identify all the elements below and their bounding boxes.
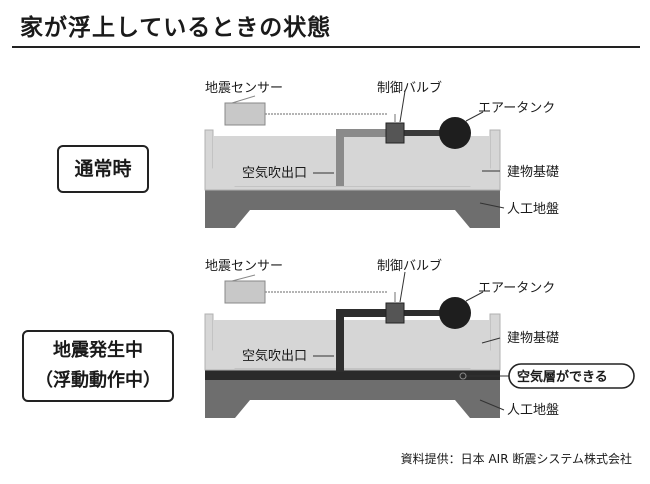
foundation-body: [213, 320, 490, 368]
air-tank: [439, 117, 471, 149]
tank-leader: [465, 291, 484, 302]
foundation-label: 建物基礎: [507, 165, 559, 180]
air-tank: [439, 297, 471, 329]
valve-leader: [399, 271, 406, 303]
sensor-label: 地震センサー: [205, 81, 283, 96]
foundation-leader: [481, 337, 501, 344]
air-layer-callout: [508, 363, 635, 389]
air-pipe: [336, 309, 395, 372]
foundation-label: 建物基礎: [507, 331, 559, 346]
seismic-sensor: [224, 280, 266, 304]
outlet-label: 空気吹出口: [242, 348, 307, 364]
normal-state-label: 通常時: [57, 145, 149, 193]
tank-label: エアータンク: [478, 281, 555, 296]
ground-label: 人工地盤: [507, 202, 559, 217]
outlet-label: 空気吹出口: [242, 165, 307, 181]
tank-label: エアータンク: [478, 101, 555, 116]
ground-leader: [479, 399, 505, 411]
valve-label: 制御バルブ: [377, 80, 442, 96]
earthquake-state-label: 地震発生中 （浮動動作中）: [22, 330, 174, 402]
earthquake-state-label-line2: （浮動動作中）: [35, 370, 161, 391]
control-valve: [385, 302, 405, 324]
ground-leader: [479, 202, 505, 209]
page-title: 家が浮上しているときの状態: [20, 15, 332, 41]
title-divider: [12, 46, 640, 48]
artificial-ground: [205, 380, 500, 418]
tank-leader: [465, 111, 484, 122]
sensor-label: 地震センサー: [205, 259, 283, 274]
air-layer-gap: [205, 370, 500, 380]
source-credit: 資料提供：日本 AIR 断震システム株式会社: [400, 452, 632, 466]
air-layer-label: 空気層ができる: [517, 369, 608, 385]
artificial-ground: [205, 190, 500, 228]
normal-state-diagram: 地震センサー 制御バルブ エアータンク 空気吹出口 建物基礎 人工地盤: [204, 80, 559, 228]
valve-leader: [399, 90, 406, 123]
earthquake-state-diagram: 地震センサー 制御バルブ エアータンク 空気吹出口 建物基礎 空気層ができる 人…: [204, 258, 635, 418]
air-pipe: [336, 129, 395, 186]
seismic-sensor: [224, 102, 266, 126]
control-valve: [385, 122, 405, 144]
valve-label: 制御バルブ: [377, 258, 442, 274]
air-layer-marker: [459, 372, 467, 380]
sensor-leader: [231, 274, 256, 282]
ground-label: 人工地盤: [507, 403, 559, 418]
sensor-leader: [231, 95, 256, 104]
earthquake-state-label-line1: 地震発生中: [53, 340, 143, 361]
